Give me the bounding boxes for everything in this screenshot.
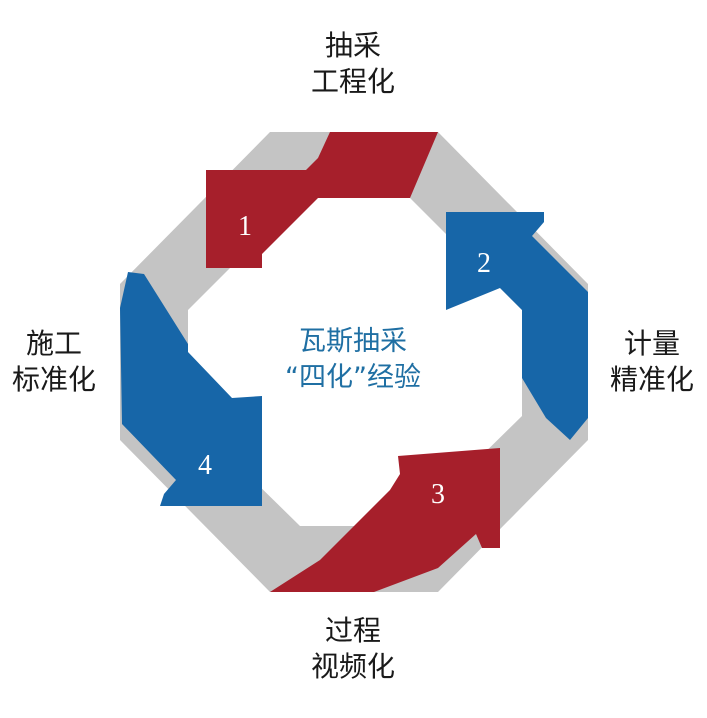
- label-left-line1: 施工: [25, 327, 82, 360]
- step-number-3: 3: [431, 479, 445, 510]
- label-left: 施工 标准化: [2, 326, 106, 398]
- arrow-1-shape: [206, 132, 438, 268]
- center-title: 瓦斯抽采 “四化”经验: [233, 324, 473, 396]
- label-left-line2: 标准化: [11, 363, 96, 396]
- step-number-4: 4: [198, 450, 212, 481]
- step-number-1: 1: [238, 211, 252, 242]
- label-right-line1: 计量: [623, 327, 680, 360]
- label-bottom-line2: 视频化: [310, 650, 395, 683]
- center-title-line1: 瓦斯抽采: [299, 326, 407, 357]
- arrow-1: 1: [206, 132, 438, 268]
- label-bottom: 过程 视频化: [268, 613, 438, 685]
- arrow-3-shape: [270, 448, 500, 592]
- label-bottom-line1: 过程: [324, 614, 381, 647]
- label-right-line2: 精准化: [609, 363, 694, 396]
- center-title-line2: “四化”经验: [285, 362, 421, 393]
- arrow-2-shape: [446, 212, 588, 440]
- label-top-line1: 抽采: [324, 29, 381, 62]
- arrow-3: 3: [270, 448, 500, 592]
- label-right: 计量 精准化: [600, 326, 704, 398]
- arrow-4: 4: [120, 272, 262, 506]
- arrow-2: 2: [446, 212, 588, 440]
- label-top: 抽采 工程化: [268, 28, 438, 100]
- label-top-line2: 工程化: [310, 65, 395, 98]
- arrow-4-shape: [120, 272, 262, 506]
- step-number-2: 2: [477, 248, 491, 279]
